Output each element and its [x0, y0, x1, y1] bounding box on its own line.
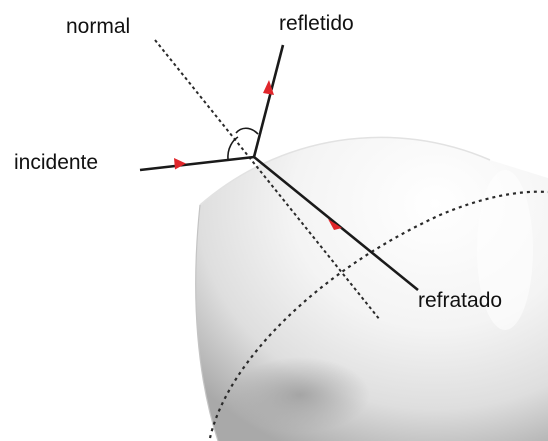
arrowheads	[174, 80, 342, 230]
sphere	[195, 136, 548, 441]
sphere-equator-dotted	[208, 190, 548, 439]
refracted-ray	[253, 155, 419, 292]
incident-arrowhead	[174, 158, 186, 170]
label-incident: incidente	[14, 151, 98, 174]
sphere-inner-shadow	[230, 357, 370, 433]
incident-ray	[139, 155, 255, 172]
refracted-arrowhead	[328, 219, 342, 230]
label-refracted: refratado	[418, 289, 502, 312]
reflection-angle-arc	[235, 127, 259, 135]
sphere-inner-highlight	[477, 170, 533, 330]
reflected-ray	[252, 44, 285, 158]
reflected-arrowhead	[263, 80, 274, 95]
sphere-rim-left	[195, 204, 219, 441]
angle-marks	[227, 127, 259, 161]
rays	[139, 44, 419, 292]
incidence-angle-arc	[227, 136, 239, 161]
label-normal: normal	[66, 15, 130, 38]
sphere-rim	[199, 136, 491, 206]
label-reflected: refletido	[279, 12, 354, 35]
